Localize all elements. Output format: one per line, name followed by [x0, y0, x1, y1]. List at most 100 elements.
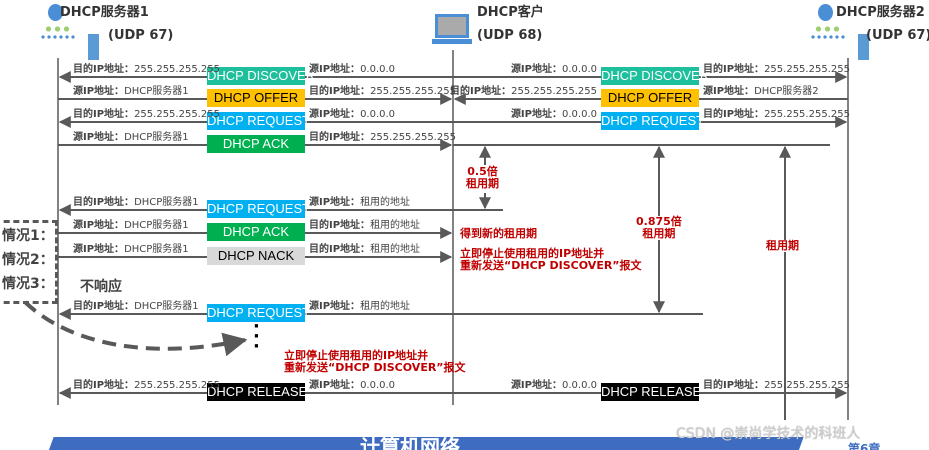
label-value: 0.0.0.0 [562, 380, 597, 391]
label-key: 目的IP地址： [450, 86, 512, 97]
label-key: 源IP地址： [510, 380, 562, 391]
label-value: DHCP服务器1 [124, 132, 189, 143]
label-key: 目的IP地址： [309, 132, 371, 143]
message-request: DHCP REQUEST [207, 304, 311, 322]
got-new-lease-note: 得到新的租用期 [460, 227, 537, 240]
message-right-label: 目的IP地址：255.255.255.255 [309, 132, 456, 144]
label-key: 目的IP地址： [73, 301, 135, 312]
message-left-label: 目的IP地址：DHCP服务器1 [73, 301, 199, 313]
label-value: 租用的地址 [370, 244, 421, 255]
label-key: 源IP地址： [309, 109, 361, 120]
message-left-label: 目的IP地址：255.255.255.255 [73, 109, 220, 121]
message-request: DHCP REQUEST [601, 112, 705, 130]
label-key: 目的IP地址： [73, 109, 135, 120]
message-left-label: 源IP地址：0.0.0.0 [511, 109, 597, 121]
client-port: (UDP 68) [477, 28, 543, 43]
message-ack: DHCP ACK [207, 223, 305, 241]
message-left-label: 源IP地址：0.0.0.0 [511, 380, 597, 392]
message-left-label: 目的IP地址：255.255.255.255 [73, 380, 220, 392]
footer-banner-title: 计算机网络 [360, 435, 460, 450]
label-key: 目的IP地址： [309, 86, 371, 97]
label-key: 目的IP地址： [703, 380, 765, 391]
label-key: 目的IP地址： [73, 197, 135, 208]
label-value: 0.0.0.0 [360, 64, 396, 75]
case-1-label: 情况1： [2, 228, 54, 244]
label-key: 源IP地址： [510, 109, 562, 120]
message-ack: DHCP ACK [207, 135, 305, 153]
label-key: 目的IP地址： [73, 380, 135, 391]
message-request: DHCP REQUEST [207, 200, 311, 218]
label-value: 0.0.0.0 [360, 380, 396, 391]
message-discover: DHCP DISCOVER [601, 67, 710, 85]
stop-and-rediscover-note-2: 立即停止使用租用的IP地址并重新发送“DHCP DISCOVER”报文 [284, 349, 466, 374]
server2-port: (UDP 67) [866, 28, 929, 43]
label-key: 目的IP地址： [309, 220, 371, 231]
label-value: DHCP服务器1 [134, 301, 199, 312]
message-right-label: 源IP地址：0.0.0.0 [309, 380, 395, 392]
server2-name: DHCP服务器2 [836, 5, 925, 20]
label-value: 255.255.255.255 [134, 64, 220, 75]
label-value: 255.255.255.255 [511, 86, 597, 97]
cases-dashed-box [0, 220, 58, 304]
label-key: 源IP地址： [309, 301, 361, 312]
server2-icon [808, 4, 869, 60]
label-value: 租用的地址 [360, 301, 411, 312]
label-value: 255.255.255.255 [764, 109, 850, 120]
message-request: DHCP REQUEST [207, 112, 311, 130]
label-key: 源IP地址： [703, 86, 755, 97]
label-value: DHCP服务器1 [124, 220, 189, 231]
label-value: 0.0.0.0 [562, 64, 597, 75]
no-response-label: 不响应 [80, 279, 122, 295]
label-key: 目的IP地址： [309, 244, 371, 255]
label-key: 源IP地址： [510, 64, 562, 75]
message-left-label: 源IP地址：DHCP服务器1 [73, 86, 189, 98]
label-value: 租用的地址 [370, 220, 421, 231]
message-left-label: 目的IP地址：255.255.255.255 [450, 86, 597, 98]
case3-dashed-arrow [23, 300, 248, 357]
label-key: 目的IP地址： [73, 64, 135, 75]
message-right-label: 目的IP地址：租用的地址 [309, 220, 420, 232]
stop-and-rediscover-note: 立即停止使用租用的IP地址并重新发送“DHCP DISCOVER”报文 [460, 247, 642, 272]
label-value: 255.255.255.255 [370, 86, 456, 97]
message-right-label: 目的IP地址：255.255.255.255 [703, 380, 850, 392]
message-right-label: 目的IP地址：255.255.255.255 [703, 64, 850, 76]
server1-icon [38, 4, 99, 60]
message-right-label: 源IP地址：租用的地址 [309, 301, 410, 313]
label-value: 租用的地址 [360, 197, 411, 208]
label-value: DHCP服务器1 [124, 244, 189, 255]
case-2-label: 情况2： [2, 252, 54, 268]
label-value: 255.255.255.255 [764, 380, 850, 391]
server1-port: (UDP 67) [108, 28, 174, 43]
message-left-label: 源IP地址：0.0.0.0 [511, 64, 597, 76]
chapter-label: 第6章 [848, 442, 881, 450]
label-key: 源IP地址： [309, 64, 361, 75]
client-name: DHCP客户 [477, 5, 544, 20]
half-lease-label: 0.5倍租用期 [466, 165, 499, 190]
label-value: 255.255.255.255 [134, 380, 220, 391]
message-right-label: 目的IP地址：255.255.255.255 [309, 86, 456, 98]
message-left-label: 目的IP地址：255.255.255.255 [73, 64, 220, 76]
client-laptop-icon [432, 14, 474, 48]
message-release: DHCP RELEASE [207, 383, 308, 401]
case-3-label: 情况3： [2, 276, 54, 292]
label-key: 源IP地址： [73, 132, 125, 143]
label-key: 源IP地址： [73, 86, 125, 97]
seven-eighths-lease-label: 0.875倍租用期 [636, 215, 682, 240]
csdn-watermark: CSDN @崇尚学技术的科班人 [676, 426, 861, 442]
message-left-label: 目的IP地址：DHCP服务器1 [73, 197, 199, 209]
label-value: DHCP服务器2 [754, 86, 819, 97]
message-right-label: 源IP地址：0.0.0.0 [309, 109, 395, 121]
label-key: 源IP地址： [73, 244, 125, 255]
label-key: 源IP地址： [309, 197, 361, 208]
label-key: 目的IP地址： [703, 64, 765, 75]
message-left-label: 源IP地址：DHCP服务器1 [73, 220, 189, 232]
message-offer: DHCP OFFER [601, 89, 699, 107]
message-release: DHCP RELEASE [601, 383, 702, 401]
message-left-label: 源IP地址：DHCP服务器1 [73, 132, 189, 144]
label-value: 0.0.0.0 [360, 109, 396, 120]
label-value: 255.255.255.255 [764, 64, 850, 75]
label-value: DHCP服务器1 [134, 197, 199, 208]
message-discover: DHCP DISCOVER [207, 67, 316, 85]
message-offer: DHCP OFFER [207, 89, 305, 107]
